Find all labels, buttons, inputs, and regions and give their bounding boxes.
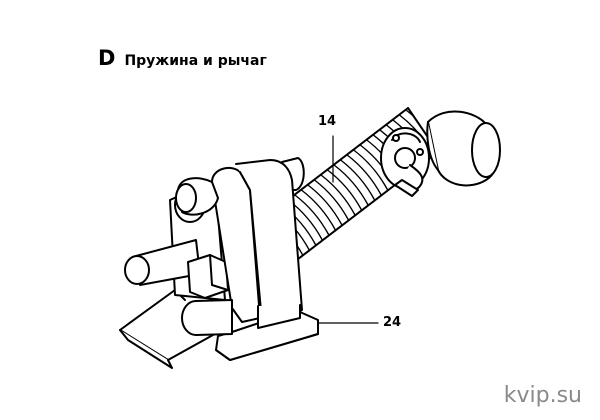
- spring-coil: [307, 184, 343, 226]
- callout-24: 24: [383, 315, 402, 330]
- lever-plate: [211, 159, 319, 361]
- spring-coil: [294, 194, 330, 236]
- callout-14: 14: [318, 114, 337, 129]
- spring-coil: [313, 179, 350, 221]
- left-pin: [124, 239, 229, 299]
- watermark: kvip.su: [503, 383, 582, 408]
- spring-coil: [346, 154, 382, 196]
- spring-end-cap: [426, 110, 501, 187]
- spring-coil: [326, 169, 363, 211]
- spring-coil: [333, 164, 369, 206]
- spring-coil: [339, 159, 376, 201]
- spring-coil: [320, 174, 356, 216]
- section-heading: D Пружина и рычаг: [98, 46, 267, 76]
- section-title: Пружина и рычаг: [124, 53, 267, 69]
- lever-front-bolt: [175, 177, 219, 216]
- spring-coil: [352, 149, 389, 191]
- spring-hook: [380, 127, 430, 197]
- leader-lines: [317, 135, 379, 324]
- spring-coil: [300, 189, 337, 231]
- section-letter: D: [98, 46, 116, 70]
- lower-washer: [181, 299, 233, 336]
